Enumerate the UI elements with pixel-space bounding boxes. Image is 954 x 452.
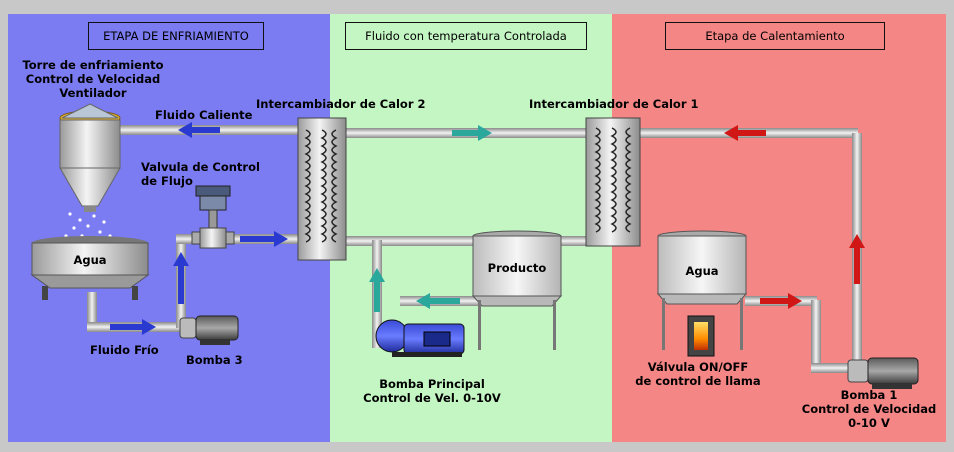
burner-icon <box>687 315 715 357</box>
cooling-tower-label-line1: Torre de enfriamiento <box>22 58 164 72</box>
flow-arrow-icon <box>240 231 288 247</box>
flow-arrow-icon <box>110 319 156 335</box>
main-pump-label-line1: Bomba Principal <box>379 377 485 391</box>
flow-valve-label-line1: Valvula de Control <box>141 160 260 174</box>
flow-arrow-icon <box>760 293 802 309</box>
cold-fluid-label: Fluido Frío <box>90 343 159 357</box>
pump-1-label: Bomba 1 Control de Velocidad 0-10 V <box>794 388 944 430</box>
pump-icon <box>179 315 239 345</box>
pump-icon <box>847 357 919 389</box>
fluid-stage-title: Fluido con temperatura Controlada <box>345 22 587 50</box>
flame-valve-label: Válvula ON/OFF de control de llama <box>618 360 778 388</box>
flow-arrow-icon <box>452 125 492 141</box>
flow-arrow-icon <box>849 234 865 284</box>
control-valve-icon <box>191 185 235 249</box>
main-pump-label: Bomba Principal Control de Vel. 0-10V <box>352 377 512 405</box>
cooling-tower-icon <box>59 103 121 238</box>
tank-icon <box>30 236 150 300</box>
flow-arrow-icon <box>369 268 385 312</box>
flame-valve-label-line2: de control de llama <box>635 374 761 388</box>
hot-fluid-label: Fluido Caliente <box>155 108 253 122</box>
pump-1-label-line3: 0-10 V <box>848 416 890 430</box>
pump-1-label-line2: Control de Velocidad <box>801 402 937 416</box>
main-pump-label-line2: Control de Vel. 0-10V <box>363 391 501 405</box>
flow-valve-label-line2: de Flujo <box>141 174 193 188</box>
heat-exchanger-icon <box>585 117 641 247</box>
tank-icon <box>656 230 748 350</box>
flame-valve-label-line1: Válvula ON/OFF <box>647 360 749 374</box>
flow-arrow-icon <box>173 252 189 304</box>
pump-3-label: Bomba 3 <box>186 353 243 367</box>
cooling-water-tank-label: Agua <box>73 253 107 267</box>
fluid-stage-panel <box>330 14 612 442</box>
cooling-tower-label: Torre de enfriamiento Control de Velocid… <box>18 58 168 100</box>
flow-valve-label: Valvula de Control de Flujo <box>141 160 260 188</box>
product-tank-label: Producto <box>487 261 547 275</box>
cooling-tower-label-line2: Control de Velocidad <box>25 72 161 86</box>
heat-exchanger-icon <box>297 117 347 261</box>
heating-stage-title: Etapa de Calentamiento <box>665 22 885 50</box>
pump-icon <box>375 319 465 357</box>
cooling-stage-title: ETAPA DE ENFRIAMIENTO <box>88 22 264 50</box>
cooling-stage-panel <box>8 14 330 442</box>
flow-arrows <box>110 122 865 335</box>
tank-icon <box>471 230 563 350</box>
flow-arrow-icon <box>724 125 766 141</box>
flow-arrow-icon <box>178 122 220 138</box>
pump-1-label-line1: Bomba 1 <box>840 388 898 402</box>
flow-arrow-icon <box>416 293 460 309</box>
heating-water-tank-label: Agua <box>685 264 719 278</box>
cooling-tower-label-line3: Ventilador <box>59 86 127 100</box>
exchanger-1-label: Intercambiador de Calor 1 <box>529 97 699 111</box>
exchanger-2-label: Intercambiador de Calor 2 <box>256 97 426 111</box>
